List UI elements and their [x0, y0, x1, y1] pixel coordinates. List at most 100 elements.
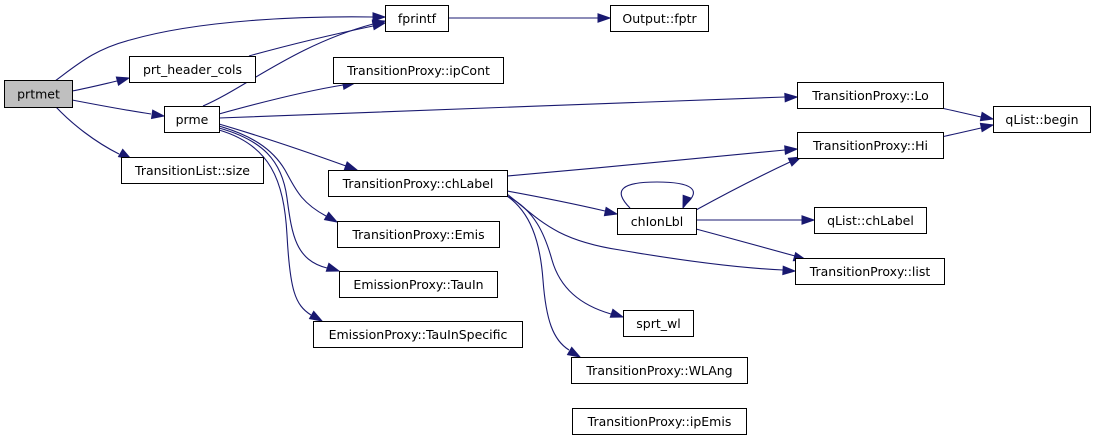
edge-line [218, 125, 327, 217]
edge-prme-to-tp_emis [218, 125, 339, 223]
edge-line [71, 80, 118, 92]
edge-line [620, 181, 694, 209]
edge-line [71, 99, 152, 115]
node-box [797, 82, 944, 109]
edge-prme-to-ep_tauinspecific [218, 129, 324, 322]
edge-chionlbl-to-chionlbl [620, 181, 694, 210]
node-prme[interactable]: prme [164, 106, 220, 133]
edge-line [202, 23, 374, 107]
node-box [623, 310, 694, 337]
arrowhead-icon [372, 12, 387, 22]
node-box [571, 357, 748, 384]
arrowhead-icon [609, 308, 625, 318]
edge-chionlbl-to-qlist_chlabel [696, 215, 816, 225]
edge-line [218, 84, 344, 115]
node-box [385, 5, 449, 32]
node-label: TransitionProxy::ipEmis [587, 414, 732, 429]
edge-prtmet-to-prt_header_cols [71, 76, 131, 92]
node-tp-wlang[interactable]: TransitionProxy::WLAng [571, 357, 748, 384]
edge-line [506, 195, 612, 315]
arrowhead-icon [597, 13, 612, 23]
edge-line [55, 106, 120, 155]
node-box [795, 258, 945, 285]
edge-line [248, 25, 374, 57]
edge-line [695, 228, 796, 257]
arrowhead-icon [323, 211, 339, 223]
node-label: qList::chLabel [827, 213, 914, 228]
edge-line [54, 16, 374, 82]
edge-line [218, 96, 786, 119]
edge-line [695, 161, 791, 211]
node-qlist-chlabel[interactable]: qList::chLabel [814, 207, 927, 234]
node-fprintf[interactable]: fprintf [385, 5, 449, 32]
edge-line [506, 149, 786, 177]
node-tp-ipcont[interactable]: TransitionProxy::ipCont [333, 57, 504, 84]
node-label: EmissionProxy::TauIn [353, 277, 483, 292]
arrowhead-icon [325, 262, 341, 272]
node-ep-tauinspecific[interactable]: EmissionProxy::TauInSpecific [313, 321, 523, 348]
arrowhead-icon [979, 111, 995, 122]
node-box [993, 106, 1091, 133]
edge-tp_chlabel-to-tp_hi [506, 145, 799, 177]
node-box [617, 208, 697, 235]
node-label: EmissionProxy::TauInSpecific [329, 327, 508, 342]
edge-prme-to-tp_ipcont [218, 80, 357, 115]
arrowhead-icon [682, 194, 692, 210]
node-label: prtmet [17, 87, 60, 102]
edge-prme-to-ep_tauin [218, 127, 341, 272]
node-output-fptr[interactable]: Output::fptr [610, 5, 709, 32]
edge-fprintf-to-output_fptr [448, 13, 612, 23]
edge-tp_lo-to-qlist_begin [940, 107, 995, 122]
node-transitionlist-size[interactable]: TransitionList::size [121, 157, 264, 184]
node-prt-header-cols[interactable]: prt_header_cols [129, 56, 256, 83]
node-tp-chlabel[interactable]: TransitionProxy::chLabel [328, 170, 508, 197]
edge-line [218, 127, 328, 269]
edge-prme-to-fprintf [202, 19, 387, 107]
node-box [164, 106, 220, 133]
node-label: TransitionProxy::Lo [811, 88, 929, 103]
edge-prme-to-tp_chlabel [218, 123, 359, 171]
node-label: TransitionProxy::list [809, 264, 931, 279]
node-tp-emis[interactable]: TransitionProxy::Emis [337, 221, 500, 248]
node-label: TransitionProxy::chLabel [342, 176, 494, 191]
node-chionlbl[interactable]: chIonLbl [617, 208, 697, 235]
node-label: prt_header_cols [143, 62, 242, 77]
node-tp-list[interactable]: TransitionProxy::list [795, 258, 945, 285]
edge-line [506, 195, 570, 351]
arrowhead-icon [784, 92, 799, 103]
node-box [313, 321, 523, 348]
node-tp-lo[interactable]: TransitionProxy::Lo [797, 82, 944, 109]
edge-tp_chlabel-to-tp_wlang [506, 195, 582, 358]
edge-prme-to-tp_lo [218, 92, 799, 119]
node-box [797, 132, 944, 159]
node-prtmet[interactable]: prtmet [4, 80, 73, 108]
node-sprt-wl[interactable]: sprt_wl [623, 310, 694, 337]
node-label: TransitionProxy::WLAng [585, 363, 732, 378]
edge-tp_chlabel-to-tp_list [506, 193, 797, 276]
arrowhead-icon [371, 19, 387, 29]
node-label: TransitionProxy::ipCont [346, 63, 490, 78]
edge-tp_chlabel-to-chionlbl [506, 190, 619, 217]
edge-tp_hi-to-qlist_begin [940, 122, 995, 138]
edge-line [218, 129, 312, 316]
node-label: TransitionProxy::Hi [812, 138, 928, 153]
arrowhead-icon [782, 265, 797, 276]
node-ep-tauin[interactable]: EmissionProxy::TauIn [339, 271, 498, 298]
arrowhead-icon [979, 122, 995, 133]
node-tp-hi[interactable]: TransitionProxy::Hi [797, 132, 944, 159]
node-box [814, 207, 927, 234]
node-label: qList::begin [1005, 112, 1078, 127]
node-box [328, 170, 508, 197]
node-label: TransitionList::size [134, 163, 250, 178]
edge-prtmet-to-fprintf [54, 12, 387, 82]
node-box [610, 5, 709, 32]
node-qlist-begin[interactable]: qList::begin [993, 106, 1091, 133]
node-box [339, 271, 498, 298]
arrowhead-icon [801, 215, 816, 225]
edge-chionlbl-to-tp_hi [695, 156, 803, 211]
edge-line [940, 127, 982, 138]
edge-prtmet-to-prme [71, 99, 166, 120]
node-tp-ipemis[interactable]: TransitionProxy::ipEmis [572, 408, 747, 435]
node-box [4, 80, 73, 108]
